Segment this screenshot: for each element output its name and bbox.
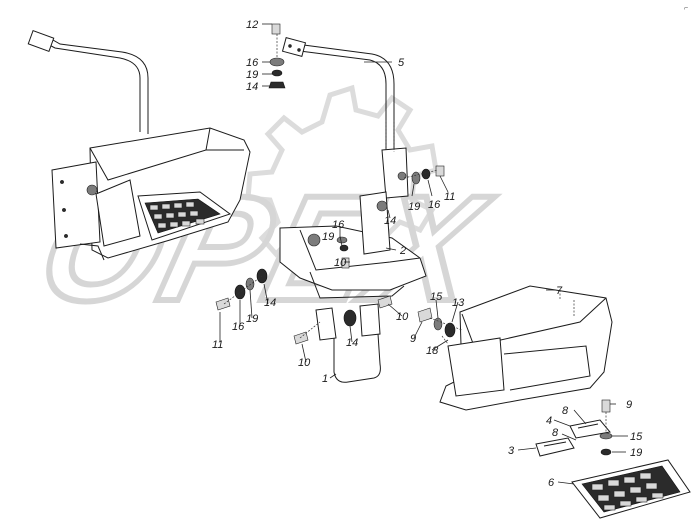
callout-12: 12 <box>246 19 258 31</box>
left-step-assembly <box>27 30 251 261</box>
callout-13: 13 <box>452 297 465 309</box>
handrail-right <box>281 37 409 199</box>
callout-6: 6 <box>548 477 555 489</box>
callout-16: 16 <box>428 199 441 211</box>
callout-10: 10 <box>396 311 409 323</box>
callout-14: 14 <box>264 297 276 309</box>
callout-16: 16 <box>232 321 245 333</box>
callout-19: 19 <box>246 69 258 81</box>
step-grid-6 <box>571 459 691 519</box>
callout-1: 1 <box>322 373 328 385</box>
callout-15: 15 <box>630 431 643 443</box>
callout-19: 19 <box>408 201 420 213</box>
corner-mark: ⌐ <box>684 5 688 12</box>
callout-19: 19 <box>246 313 258 325</box>
callout-4: 4 <box>546 415 552 427</box>
callout-19: 19 <box>322 231 334 243</box>
callout-3: 3 <box>508 445 515 457</box>
callout-8: 8 <box>562 405 569 417</box>
callout-14: 14 <box>384 215 396 227</box>
left-step-grid <box>149 201 205 229</box>
strip-4 <box>569 419 611 439</box>
central-bracket <box>279 191 427 299</box>
callout-8: 8 <box>552 427 559 439</box>
fasteners <box>215 23 613 456</box>
callout-11: 11 <box>444 191 455 203</box>
callout-15: 15 <box>430 291 443 303</box>
callout-16: 16 <box>246 57 259 69</box>
strip-3 <box>535 437 575 457</box>
callout-16: 16 <box>332 219 345 231</box>
leader-lines <box>219 23 628 485</box>
callout-9: 9 <box>410 333 416 345</box>
callout-14: 14 <box>246 81 258 93</box>
support-bracket <box>315 303 381 383</box>
callout-18: 18 <box>426 345 439 357</box>
callout-11: 11 <box>212 339 223 351</box>
callout-9: 9 <box>626 399 632 411</box>
callout-2: 2 <box>399 245 406 257</box>
callout-5: 5 <box>398 57 405 69</box>
right-step-box <box>439 285 613 411</box>
callout-14: 14 <box>346 337 358 349</box>
callout-19: 19 <box>630 447 642 459</box>
callout-10: 10 <box>334 257 347 269</box>
callout-10: 10 <box>298 357 311 369</box>
callout-labels: 12 16 19 14 5 19 16 11 14 16 19 2 10 7 1… <box>212 19 643 489</box>
callout-7: 7 <box>556 285 563 297</box>
